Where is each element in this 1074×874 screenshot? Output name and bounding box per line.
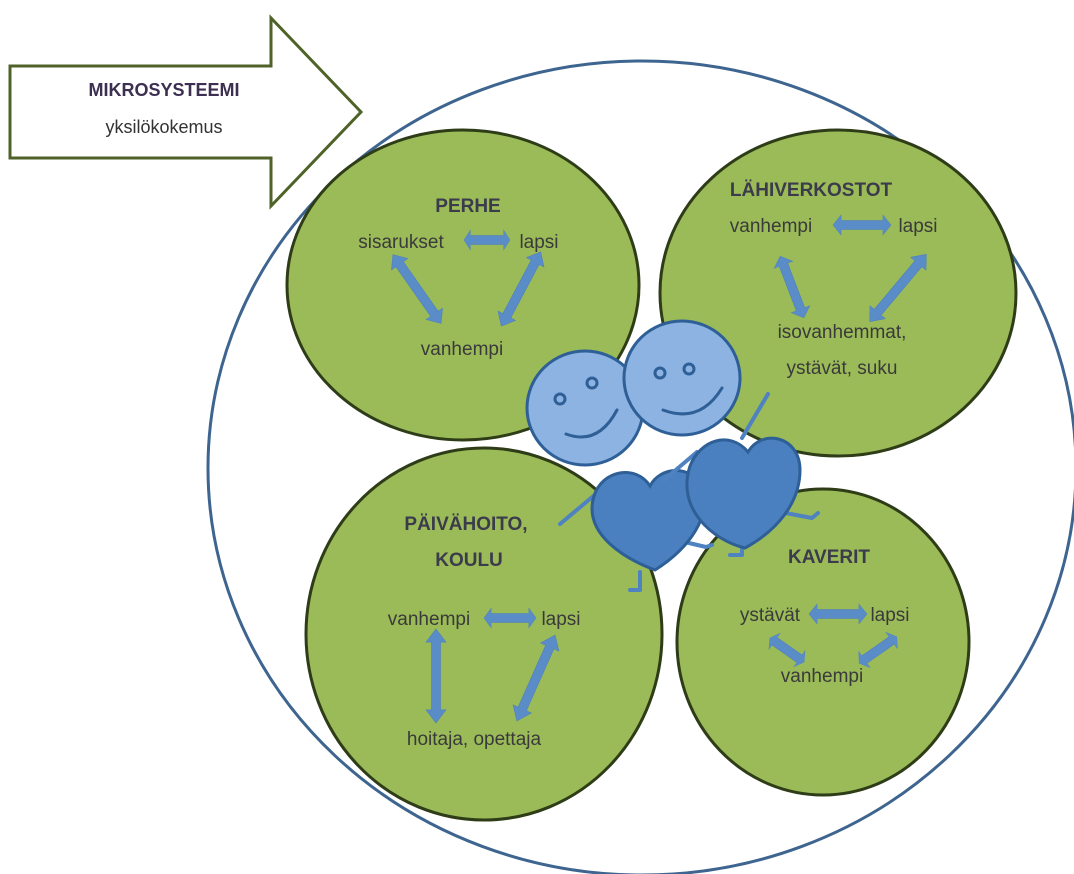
group-kaverit: KAVERIT ystävät lapsi vanhempi — [740, 547, 910, 687]
group-heading: LÄHIVERKOSTOT — [730, 180, 893, 201]
group-circle-lahiverkostot — [658, 128, 1018, 458]
smiling-heart-figure-icon — [622, 319, 820, 557]
node-vanhempi: vanhempi — [730, 216, 812, 237]
group-heading: KAVERIT — [788, 547, 870, 568]
callout-title: MIKROSYSTEEMI — [88, 80, 239, 100]
group-perhe: PERHE sisarukset lapsi vanhempi — [358, 196, 558, 360]
group-paivahoito: PÄIVÄHOITO, KOULU vanhempi lapsi hoitaja… — [388, 514, 581, 750]
node-lapsi: lapsi — [898, 216, 937, 237]
node-vanhempi: vanhempi — [388, 609, 470, 630]
group-circle-paivahoito — [304, 446, 664, 822]
node-isovanhemmat: isovanhemmat, — [778, 322, 907, 343]
node-ystavat: ystävät — [740, 605, 801, 626]
node-sisarukset: sisarukset — [358, 232, 444, 253]
group-heading: PERHE — [435, 196, 500, 217]
smiling-heart-figure-icon — [525, 349, 714, 592]
group-lahiverkostot: LÄHIVERKOSTOT vanhempi lapsi isovanhemma… — [730, 180, 938, 379]
node-lapsi: lapsi — [870, 605, 909, 626]
node-hoitaja-opettaja: hoitaja, opettaja — [407, 729, 542, 750]
group-circle-kaverit — [675, 487, 971, 797]
callout-arrow: MIKROSYSTEEMI yksilökokemus — [8, 14, 364, 210]
group-heading: PÄIVÄHOITO, — [404, 514, 527, 535]
node-ystavat-suku: ystävät, suku — [787, 358, 898, 379]
callout-subtitle: yksilökokemus — [105, 117, 222, 137]
group-heading-line2: KOULU — [435, 550, 503, 571]
node-lapsi: lapsi — [541, 609, 580, 630]
node-vanhempi: vanhempi — [421, 339, 503, 360]
node-vanhempi: vanhempi — [781, 666, 863, 687]
node-lapsi: lapsi — [519, 232, 558, 253]
